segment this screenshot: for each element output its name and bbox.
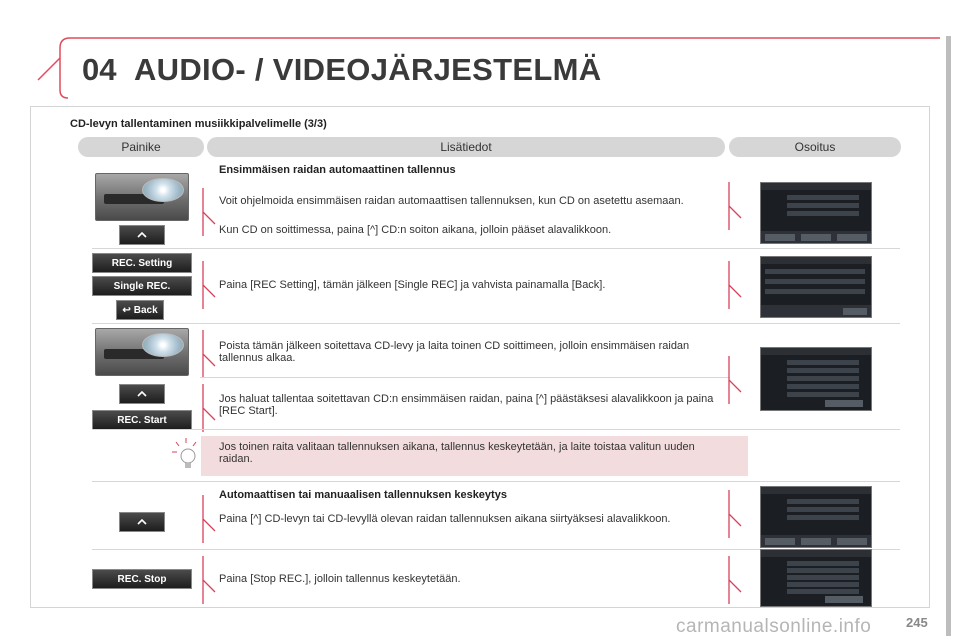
pointer-arrow-icon — [728, 490, 742, 538]
info-text: Paina [^] CD-levyn tai CD-levyllä olevan… — [219, 513, 671, 525]
cd-player-image — [95, 173, 189, 221]
back-button-label: Back — [133, 304, 158, 316]
up-caret-button — [119, 384, 165, 404]
page-number: 245 — [906, 615, 928, 630]
back-arrow-icon: ↩ — [122, 304, 131, 316]
display-screen-submenu — [760, 182, 872, 244]
cd-disc-icon — [142, 178, 184, 202]
rec-start-button-image: REC. Start — [92, 410, 192, 430]
info-text: Paina [REC Setting], tämän jälkeen [Sing… — [219, 279, 606, 291]
column-header-info: Lisätiedot — [207, 137, 725, 157]
content-frame — [30, 106, 930, 608]
display-screen-track-list — [760, 549, 872, 607]
pointer-arrow-icon — [202, 556, 216, 604]
single-rec-button-image: Single REC. — [92, 276, 192, 296]
section-subtitle: CD-levyn tallentaminen musiikkipalvelime… — [70, 118, 327, 130]
info-text: Voit ohjelmoida ensimmäisen raidan autom… — [219, 195, 684, 207]
info-text: Kun CD on soittimessa, paina [^] CD:n so… — [219, 224, 612, 236]
header-curve-decoration — [37, 37, 940, 99]
column-header-display: Osoitus — [729, 137, 901, 157]
back-button-image: ↩Back — [116, 300, 164, 320]
pointer-arrow-icon — [728, 261, 742, 309]
pointer-arrow-icon — [728, 356, 742, 404]
pointer-arrow-icon — [202, 384, 216, 432]
pointer-arrow-icon — [202, 188, 216, 236]
row-separator — [92, 323, 900, 324]
section-title-auto-first-track: Ensimmäisen raidan automaattinen tallenn… — [219, 164, 456, 176]
section-title-stop-recording: Automaattisen tai manuaalisen tallennuks… — [219, 489, 507, 501]
row-separator — [92, 549, 900, 550]
cd-player-image — [95, 328, 189, 376]
pointer-arrow-icon — [728, 182, 742, 230]
rec-setting-button-image: REC. Setting — [92, 253, 192, 273]
chapter-title: AUDIO- / VIDEOJÄRJESTELMÄ — [134, 52, 602, 87]
chevron-up-icon — [137, 390, 147, 397]
page-side-bar — [946, 36, 951, 636]
info-text: Jos haluat tallentaa soitettavan CD:n en… — [219, 393, 714, 417]
chapter-number: 04 — [82, 52, 117, 87]
display-screen-track-list — [760, 347, 872, 411]
up-caret-button — [119, 225, 165, 245]
row-separator — [92, 248, 900, 249]
row-separator — [92, 481, 900, 482]
tip-box — [201, 436, 748, 476]
row-separator — [200, 377, 730, 378]
up-caret-button — [119, 512, 165, 532]
display-screen-submenu — [760, 486, 872, 548]
info-text: Paina [Stop REC.], jolloin tallennus kes… — [219, 573, 461, 585]
pointer-arrow-icon — [728, 556, 742, 604]
tip-text: Jos toinen raita valitaan tallennuksen a… — [219, 441, 695, 465]
chevron-up-icon — [137, 518, 147, 525]
row-separator — [92, 429, 900, 430]
pointer-arrow-icon — [202, 495, 216, 543]
pointer-arrow-icon — [202, 330, 216, 378]
chevron-up-icon — [137, 231, 147, 238]
pointer-arrow-icon — [202, 261, 216, 309]
watermark: carmanualsonline.info — [676, 616, 872, 637]
rec-stop-button-image: REC. Stop — [92, 569, 192, 589]
info-text: Poista tämän jälkeen soitettava CD-levy … — [219, 340, 690, 364]
cd-disc-icon — [142, 333, 184, 357]
column-header-button: Painike — [78, 137, 204, 157]
lightbulb-icon — [172, 438, 197, 468]
display-screen-rec-setting — [760, 256, 872, 318]
